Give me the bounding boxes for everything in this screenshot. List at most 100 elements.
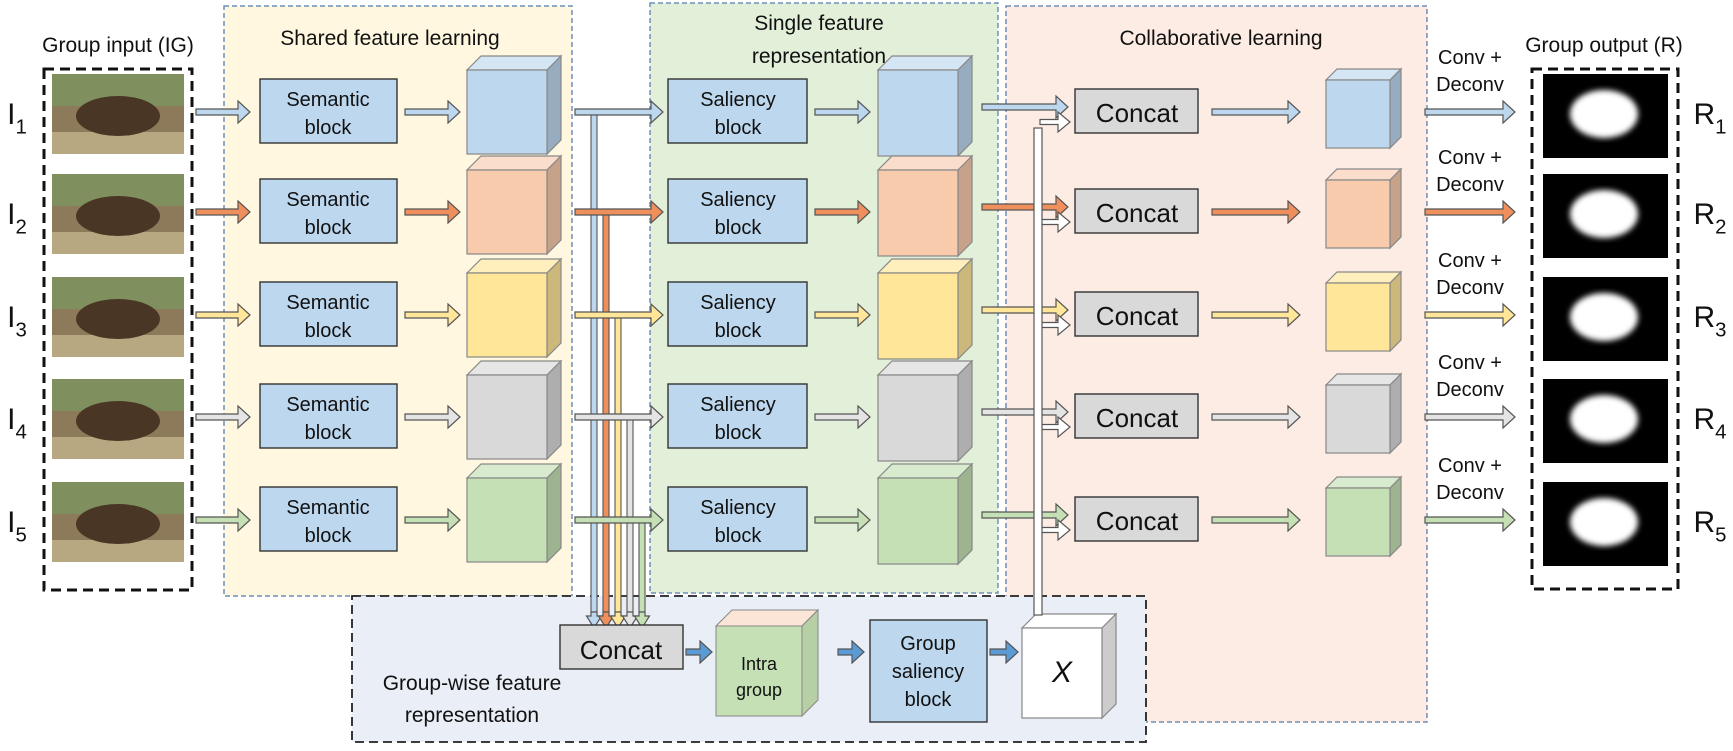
input-image-ground-4: [52, 437, 184, 459]
output-map-blob-4: [1570, 395, 1638, 443]
input-image-ground-3: [52, 335, 184, 357]
single-title-line2: representation: [752, 45, 886, 68]
x-cube-4: [876, 359, 974, 463]
X-feed-vertical: [1033, 127, 1043, 616]
shared-branch-arrow-4: [621, 611, 639, 630]
arrow-saliency-2: [814, 199, 871, 225]
input-label-2: I2: [7, 198, 27, 239]
X-cube-label: X: [1051, 656, 1073, 689]
x-cube-5-side: [957, 462, 973, 566]
input-image-bear-1: [76, 96, 160, 136]
s-cube-2: [465, 154, 563, 256]
concat-block-1: [1074, 88, 1199, 134]
conv-label-4: Conv +: [1438, 352, 1502, 374]
arrow-output-2: [1424, 199, 1516, 225]
row-4: I4Semanticblocks4Saliencyblockx4Concatx4…: [7, 352, 1727, 463]
input-label-3: I3: [7, 301, 27, 342]
input-image-bear-3: [76, 299, 160, 339]
intra-group-layer-5: [715, 625, 803, 717]
row-1: I1Semanticblocks1Saliencyblockx1Concatx1…: [7, 47, 1727, 158]
collab-title: Collaborative learning: [1119, 27, 1322, 50]
x-cube-5-top: [876, 463, 974, 479]
output-map-2: [1543, 174, 1668, 258]
s-cube-1-side: [546, 54, 562, 156]
saliency-block-5: [667, 486, 808, 552]
x-cube-1-top: [876, 55, 974, 71]
arrow-concat-3: [1211, 302, 1301, 328]
x-cube-1-side: [957, 54, 973, 158]
shared-branch-line-2: [602, 211, 610, 613]
shared-branch-arrow-5: [633, 611, 651, 630]
fused-cube-3-side: [1389, 270, 1402, 353]
input-label-5: I5: [7, 506, 27, 547]
concat-block-4: [1074, 393, 1199, 439]
s-cube-3-top: [465, 258, 563, 274]
x-cube-2: [876, 154, 974, 258]
output-map-blob-3: [1570, 293, 1638, 341]
saliency-block-4: [667, 383, 808, 449]
row-2: I2Semanticblocks2Saliencyblockx2Concatx2…: [7, 147, 1727, 258]
conv-label-1: Conv +: [1438, 47, 1502, 69]
semantic-block-label-bottom-1: block: [305, 117, 353, 139]
group-concat: Concat: [559, 624, 684, 670]
arrow-semantic-2: [404, 199, 461, 225]
s-cube-3: [465, 257, 563, 359]
semantic-block-1: [259, 78, 398, 144]
output-map-blob-2: [1570, 190, 1638, 238]
s-cube-1: [465, 54, 563, 156]
arrow-X-feed-3: [1039, 313, 1071, 337]
arrow-x-4: [981, 399, 1069, 425]
fused-cube-4-side: [1389, 372, 1402, 455]
input-image-ground-2: [52, 232, 184, 254]
shared-branch-line-4: [626, 416, 634, 613]
fused-cube-1: [1324, 67, 1403, 150]
arrow-s-2: [574, 199, 664, 225]
x-cube-3-top: [876, 258, 974, 274]
arrow-s-1: [574, 99, 664, 125]
x-cube-4-top: [876, 360, 974, 376]
s-cube-4-top: [465, 360, 563, 376]
shared-branch-line-3: [614, 314, 622, 613]
semantic-block-2: [259, 178, 398, 244]
s-cube-5-front: [466, 477, 548, 563]
arrow-input-4: [195, 404, 251, 430]
saliency-block-1: [667, 78, 808, 144]
fused-cube-2: [1324, 167, 1403, 250]
X-cube-front: [1021, 627, 1103, 719]
s-cube-5-top: [465, 463, 563, 479]
fused-cube-1-top: [1324, 68, 1403, 81]
input-image-3: [52, 277, 184, 357]
fused-cube-1-front: [1325, 79, 1391, 149]
semantic-block-4: [259, 383, 398, 449]
output-label-2: R2: [1693, 198, 1726, 239]
fused-cube-4-top: [1324, 373, 1403, 386]
saliency-block-label-top-1: Saliency: [700, 89, 776, 111]
output-map-blob-1: [1570, 90, 1638, 138]
group-saliency-label-2: saliency: [892, 661, 964, 683]
saliency-block-label-top-2: Saliency: [700, 189, 776, 211]
deconv-label-5: Deconv: [1436, 482, 1504, 504]
deconv-label-3: Deconv: [1436, 277, 1504, 299]
s-cube-2-top: [465, 155, 563, 171]
concat-block-label-2: Concat: [1096, 198, 1179, 228]
arrow-input-1: [195, 99, 251, 125]
semantic-block-label-top-2: Semantic: [286, 189, 369, 211]
output-map-3: [1543, 277, 1668, 361]
row-5: I5Semanticblocks5Saliencyblockx5Concatx5…: [7, 455, 1727, 566]
x-cube-3-side: [957, 257, 973, 361]
arrow-output-5: [1424, 507, 1516, 533]
group-output-title: Group output (R): [1525, 34, 1683, 57]
shared-title: Shared feature learning: [280, 27, 500, 50]
concat-block-label-5: Concat: [1096, 506, 1179, 536]
semantic-block-label-bottom-3: block: [305, 320, 353, 342]
s-cube-4: [465, 359, 563, 461]
fused-cube-5-front: [1325, 487, 1391, 557]
saliency-block-label-top-3: Saliency: [700, 292, 776, 314]
semantic-block-5: [259, 486, 398, 552]
arrow-X-feed-4: [1039, 415, 1071, 439]
shared-branch-arrow-1: [585, 611, 603, 630]
fused-cube-3-front: [1325, 282, 1391, 352]
arrow-output-1: [1424, 99, 1516, 125]
